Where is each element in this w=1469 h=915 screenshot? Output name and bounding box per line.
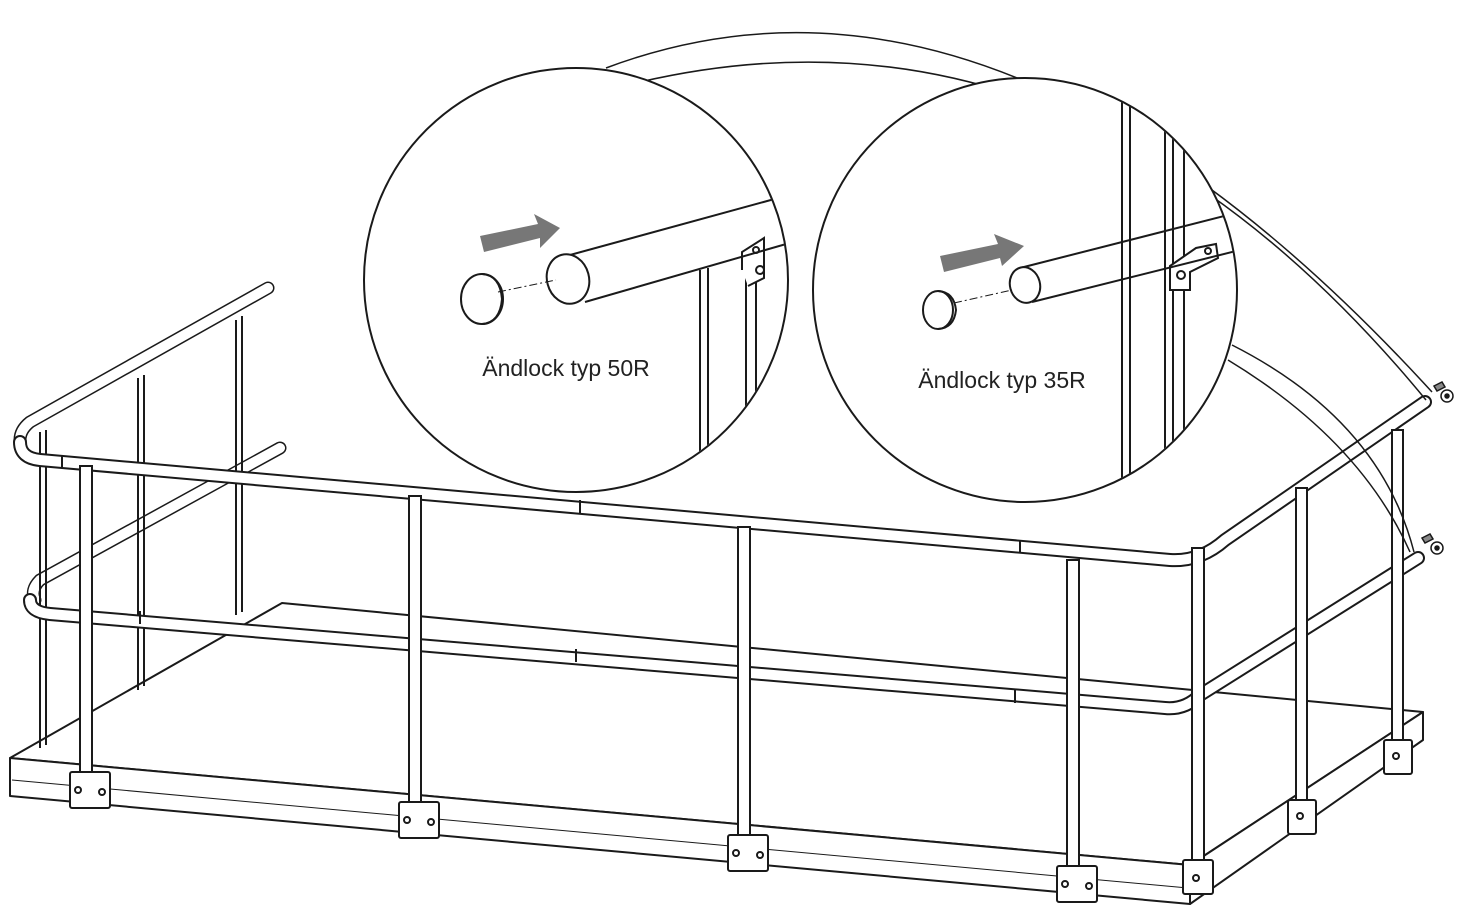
- detail-circle-35r: Ändlock typ 35R: [812, 77, 1238, 503]
- arrow-right-icon: [940, 234, 1024, 272]
- front-posts: [69, 465, 1214, 903]
- end-cap-icon: [1420, 381, 1454, 555]
- right-side-posts: [1287, 429, 1413, 835]
- arrow-right-icon: [480, 214, 560, 252]
- callout-label-50r: Ändlock typ 50R: [482, 355, 649, 381]
- platform-deck: [9, 602, 1424, 905]
- callout-label-35r: Ändlock typ 35R: [918, 367, 1085, 393]
- detail-circle-50r: Ändlock typ 50R: [363, 67, 789, 493]
